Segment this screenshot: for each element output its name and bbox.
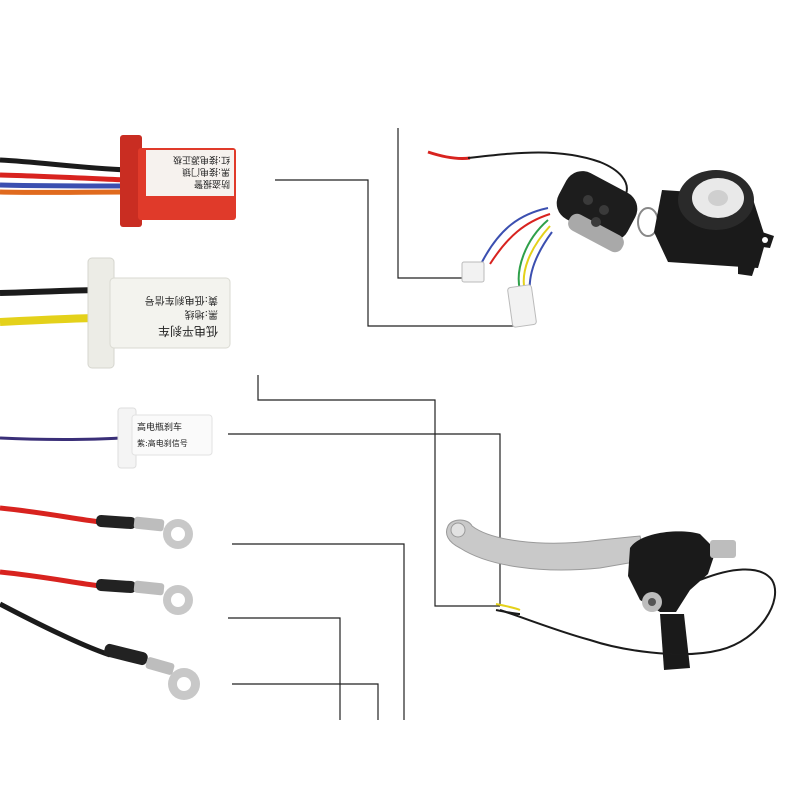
low-brake-connector-assembly: 低电平刹车 黑:地线 黄:低电刹车信号 — [0, 257, 231, 369]
key-fob-button-2 — [599, 205, 609, 215]
red-connector-label — [146, 150, 234, 196]
large-white-plug — [507, 284, 537, 328]
guide-line-alarm-top — [397, 128, 470, 279]
wire-black-1 — [0, 157, 129, 173]
alarm-label-line1: 防盗报警 — [194, 178, 230, 190]
clear-connector-body — [109, 277, 231, 349]
low-brake-label-line1: 低电平刹车 — [158, 324, 218, 339]
guide-line-low-brake — [257, 375, 500, 607]
white-connector-body — [131, 414, 213, 456]
key-fob-blade — [568, 213, 624, 253]
ring-terminal-black-3 — [0, 601, 200, 700]
key-fob-button-1 — [583, 195, 593, 205]
guide-line-ring-1 — [232, 543, 405, 720]
wire-black-2 — [0, 287, 101, 296]
alarm-box-mount-bottom — [738, 262, 756, 276]
guide-line-ring-3 — [232, 683, 379, 720]
wire-yellow-2 — [0, 314, 101, 326]
wire-purple-3 — [0, 436, 121, 441]
alarm-label-line2: 黑:接电门锁 — [182, 166, 230, 178]
wire-red-1 — [0, 172, 129, 183]
red-connector-collar — [120, 135, 142, 227]
brake-wire-yellow — [495, 603, 521, 611]
high-brake-label-line1: 高电瓶刹车 — [137, 421, 182, 433]
key-fob-button-3 — [591, 217, 601, 227]
alarm-red-wire — [427, 150, 471, 160]
guide-lines — [228, 128, 520, 720]
high-brake-label-line2: 紫:高电刹信号 — [137, 438, 188, 448]
low-brake-label-line3: 黄:低电刹车信号 — [145, 294, 218, 307]
ring-terminal-red-2 — [0, 569, 193, 615]
brake-adjuster — [710, 540, 736, 558]
brake-lever-tip — [450, 522, 466, 538]
brake-lever-blade — [446, 519, 647, 571]
alarm-black-wire — [467, 151, 628, 195]
alarm-unit-with-remote — [427, 150, 774, 328]
brake-lever — [446, 519, 777, 670]
low-brake-label-line2: 黑:地线 — [185, 308, 218, 321]
guide-line-ring-2 — [228, 617, 341, 720]
brake-wire-black — [495, 609, 521, 615]
brake-clamp — [660, 614, 690, 670]
alarm-connector-assembly: 防盗报警 黑:接电门锁 红:接电源正极 — [0, 135, 236, 227]
alarm-mount-hole — [762, 237, 768, 243]
alarm-label-line3: 红:接电源正极 — [173, 154, 230, 166]
brake-lever-housing — [628, 531, 716, 612]
high-brake-connector-assembly: 高电瓶刹车 紫:高电刹信号 — [0, 407, 213, 469]
brake-cable — [499, 568, 777, 656]
wire-blue-1 — [0, 182, 129, 189]
small-white-plug — [461, 261, 485, 283]
ring-terminal-red-1 — [0, 505, 193, 549]
guide-line-alarm — [275, 179, 520, 327]
